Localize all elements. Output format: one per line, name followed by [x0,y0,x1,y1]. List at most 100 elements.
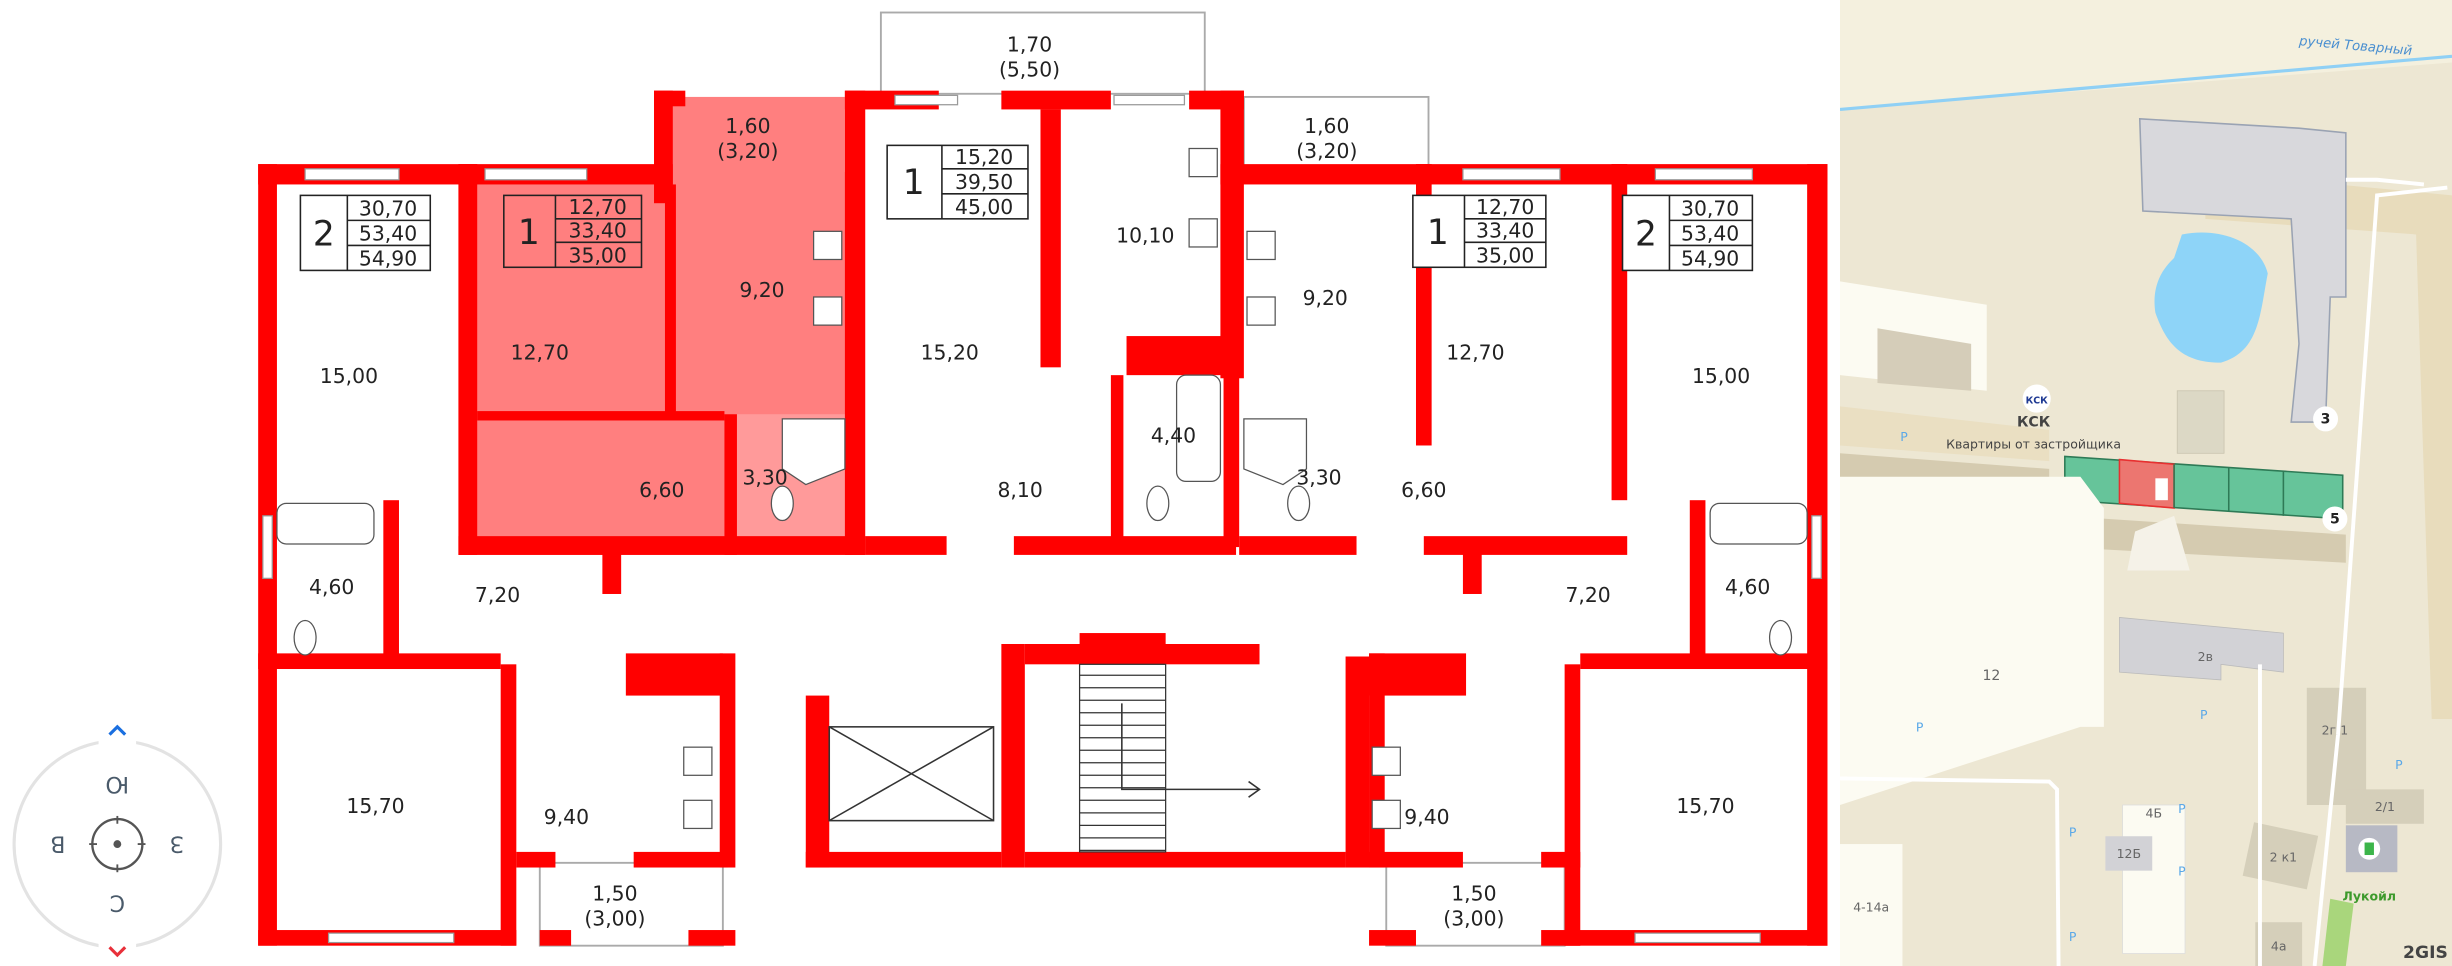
floor-plan: 2 30,70 53,40 54,90 1 12,70 33,40 35,00 … [12,11,1828,960]
svg-text:54,90: 54,90 [1681,247,1739,271]
apartment-info-1room-selected[interactable]: 1 12,70 33,40 35,00 [503,194,643,269]
building-marker-3[interactable]: 3 [2313,406,2339,432]
apartment-info-2room-right[interactable]: 2 30,70 53,40 54,90 [1621,194,1754,272]
svg-text:1,70: 1,70 [1007,33,1052,57]
svg-text:1,50: 1,50 [1451,881,1496,905]
compass[interactable]: Ю С В З [12,724,223,960]
svg-text:10,10: 10,10 [1116,223,1174,247]
svg-text:6,60: 6,60 [1401,478,1446,502]
svg-text:3,30: 3,30 [1296,466,1341,490]
svg-text:12,70: 12,70 [511,341,569,365]
svg-text:4,40: 4,40 [1151,423,1196,447]
svg-text:2в: 2в [2198,649,2213,664]
windows [262,94,1822,944]
stream [1840,54,2452,111]
svg-text:Квартиры от застройщика: Квартиры от застройщика [1946,437,2121,452]
svg-text:4-14а: 4-14а [1853,899,1889,914]
svg-text:35,00: 35,00 [1476,244,1534,268]
svg-text:15,00: 15,00 [320,364,378,388]
svg-text:1,60: 1,60 [1304,114,1349,138]
stair-direction-arrow-icon [1121,703,1261,798]
svg-text:9,40: 9,40 [544,805,589,829]
poi-lukoil[interactable]: Лукойл [2343,825,2398,903]
svg-text:12,70: 12,70 [569,195,627,219]
svg-text:P: P [2069,929,2077,944]
svg-text:Лукойл: Лукойл [2343,888,2396,903]
walls [258,90,1828,946]
svg-text:30,70: 30,70 [1681,197,1739,221]
svg-text:9,20: 9,20 [1303,286,1348,310]
rotate-up-chevron-icon[interactable] [108,724,127,736]
balcony-labels: 1,70 (5,50) 1,60 (3,20) 1,60 (3,20) 1,50… [584,33,1504,931]
svg-text:4,60: 4,60 [1725,575,1770,599]
parking-icons: P P P P P P P P [1900,429,2403,944]
svg-text:3: 3 [2321,412,2331,428]
svg-text:1: 1 [518,213,540,253]
apartment-info-1room-center[interactable]: 1 15,20 39,50 45,00 [886,144,1029,220]
svg-text:7,20: 7,20 [475,583,520,607]
svg-text:6,60: 6,60 [639,478,684,502]
svg-text:1: 1 [903,163,925,203]
svg-text:1: 1 [1427,213,1449,253]
svg-text:2: 2 [1635,214,1657,254]
svg-text:33,40: 33,40 [1476,219,1534,243]
svg-text:12,70: 12,70 [1446,341,1504,365]
svg-text:9,40: 9,40 [1404,805,1449,829]
balcony-outline [1385,861,1566,947]
svg-text:2г/1: 2г/1 [2322,723,2349,738]
svg-text:(3,00): (3,00) [584,906,645,930]
svg-text:53,40: 53,40 [1681,222,1739,246]
svg-text:КСК: КСК [2026,395,2049,406]
svg-text:КСК: КСК [2017,415,2051,431]
svg-text:3,30: 3,30 [742,466,787,490]
svg-text:15,20: 15,20 [955,145,1013,169]
location-map[interactable]: ручей Товарный 3 5 КСК КСК Квартиры от з… [1840,0,2452,966]
apartment-info-1room-right[interactable]: 1 12,70 33,40 35,00 [1412,194,1547,269]
svg-text:15,20: 15,20 [921,341,979,365]
svg-text:15,70: 15,70 [1676,794,1734,818]
svg-text:P: P [2200,707,2208,722]
svg-text:P: P [1900,429,1908,444]
svg-text:4Б: 4Б [2146,805,2163,820]
svg-text:8,10: 8,10 [997,478,1042,502]
svg-text:P: P [1916,720,1924,735]
building-5[interactable] [2064,455,2344,520]
svg-text:39,50: 39,50 [955,170,1013,194]
svg-text:Ю: Ю [106,771,130,796]
building-marker-5[interactable]: 5 [2322,506,2348,532]
svg-text:30,70: 30,70 [359,197,417,221]
svg-text:(5,50): (5,50) [999,58,1060,82]
staircase [1078,663,1261,853]
elevator-shaft [828,726,995,822]
svg-text:4а: 4а [2271,938,2287,953]
svg-text:12Б: 12Б [2117,846,2141,861]
svg-text:45,00: 45,00 [955,195,1013,219]
svg-text:33,40: 33,40 [569,219,627,243]
svg-text:9,20: 9,20 [739,278,784,302]
svg-text:15,70: 15,70 [346,794,404,818]
svg-text:2: 2 [313,214,335,254]
svg-text:З: З [170,830,184,855]
balcony-outline [879,11,1206,95]
fixtures [276,147,1808,830]
room-area-labels: 15,00 4,60 7,20 15,70 12,70 9,20 6,60 3,… [309,223,1770,828]
svg-text:53,40: 53,40 [359,222,417,246]
rotate-down-chevron-icon[interactable] [108,946,127,958]
svg-text:В: В [50,830,65,855]
svg-text:54,90: 54,90 [359,247,417,271]
poi-ksk[interactable]: КСК КСК Квартиры от застройщика [1946,384,2121,452]
svg-text:7,20: 7,20 [1565,583,1610,607]
svg-text:2/1: 2/1 [2375,799,2395,814]
svg-text:P: P [2069,824,2077,839]
svg-text:35,00: 35,00 [569,244,627,268]
svg-text:(3,20): (3,20) [717,139,778,163]
svg-text:4,60: 4,60 [309,575,354,599]
pond [2154,232,2268,363]
svg-text:5: 5 [2330,512,2340,528]
svg-text:P: P [2178,863,2186,878]
svg-text:(3,00): (3,00) [1443,906,1504,930]
apartment-info-2room-left[interactable]: 2 30,70 53,40 54,90 [299,194,432,272]
svg-text:12,70: 12,70 [1476,195,1534,219]
svg-text:1,60: 1,60 [725,114,770,138]
svg-text:2 к1: 2 к1 [2270,849,2297,864]
